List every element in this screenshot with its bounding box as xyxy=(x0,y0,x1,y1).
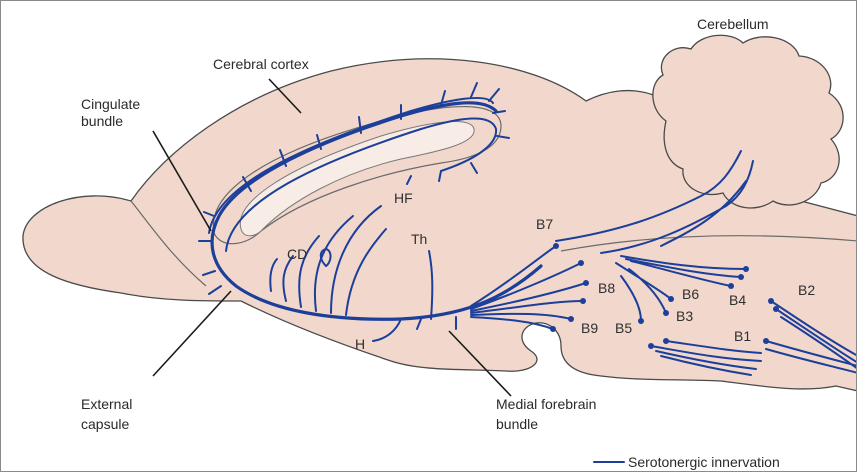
h-label: H xyxy=(355,336,365,352)
b4-label: B4 xyxy=(729,292,746,308)
medial-label-2: bundle xyxy=(496,416,538,432)
th-label: Th xyxy=(411,231,427,247)
b8-label: B8 xyxy=(598,280,615,296)
terminal-dot xyxy=(728,283,734,289)
b5-label: B5 xyxy=(615,320,632,336)
external-leader xyxy=(153,291,231,376)
b9-label: B9 xyxy=(581,320,598,336)
b2-label: B2 xyxy=(798,282,815,298)
cerebral-cortex-label: Cerebral cortex xyxy=(213,56,309,72)
external-label-1: External xyxy=(81,396,132,412)
legend-label: Serotonergic innervation xyxy=(628,454,780,470)
brain-outline xyxy=(23,35,857,391)
terminal-dot xyxy=(763,338,769,344)
b3-label: B3 xyxy=(676,308,693,324)
terminal-dot xyxy=(668,296,674,302)
terminal-dot xyxy=(773,306,779,312)
cingulate-label-1: Cingulate xyxy=(81,96,140,112)
hf-label: HF xyxy=(394,190,413,206)
terminal-dot xyxy=(743,266,749,272)
legend: Serotonergic innervation xyxy=(594,454,780,470)
b6-label: B6 xyxy=(682,286,699,302)
terminal-dot xyxy=(550,326,556,332)
b7-label: B7 xyxy=(536,216,553,232)
terminal-dot xyxy=(583,280,589,286)
terminal-dot xyxy=(553,243,559,249)
medial-label-1: Medial forebrain xyxy=(496,396,596,412)
terminal-dot xyxy=(568,316,574,322)
terminal-dot xyxy=(663,338,669,344)
terminal-dot xyxy=(648,343,654,349)
terminal-dot xyxy=(738,274,744,280)
terminal-dot xyxy=(768,298,774,304)
b1-label: B1 xyxy=(734,328,751,344)
external-label-2: capsule xyxy=(81,416,129,432)
terminal-dot xyxy=(580,298,586,304)
terminal-dot xyxy=(578,260,584,266)
cd-label: CD xyxy=(287,246,307,262)
terminal-dot xyxy=(663,310,669,316)
terminal-dot xyxy=(638,318,644,324)
cerebellum-label: Cerebellum xyxy=(697,16,769,32)
cingulate-label-2: bundle xyxy=(81,113,123,129)
